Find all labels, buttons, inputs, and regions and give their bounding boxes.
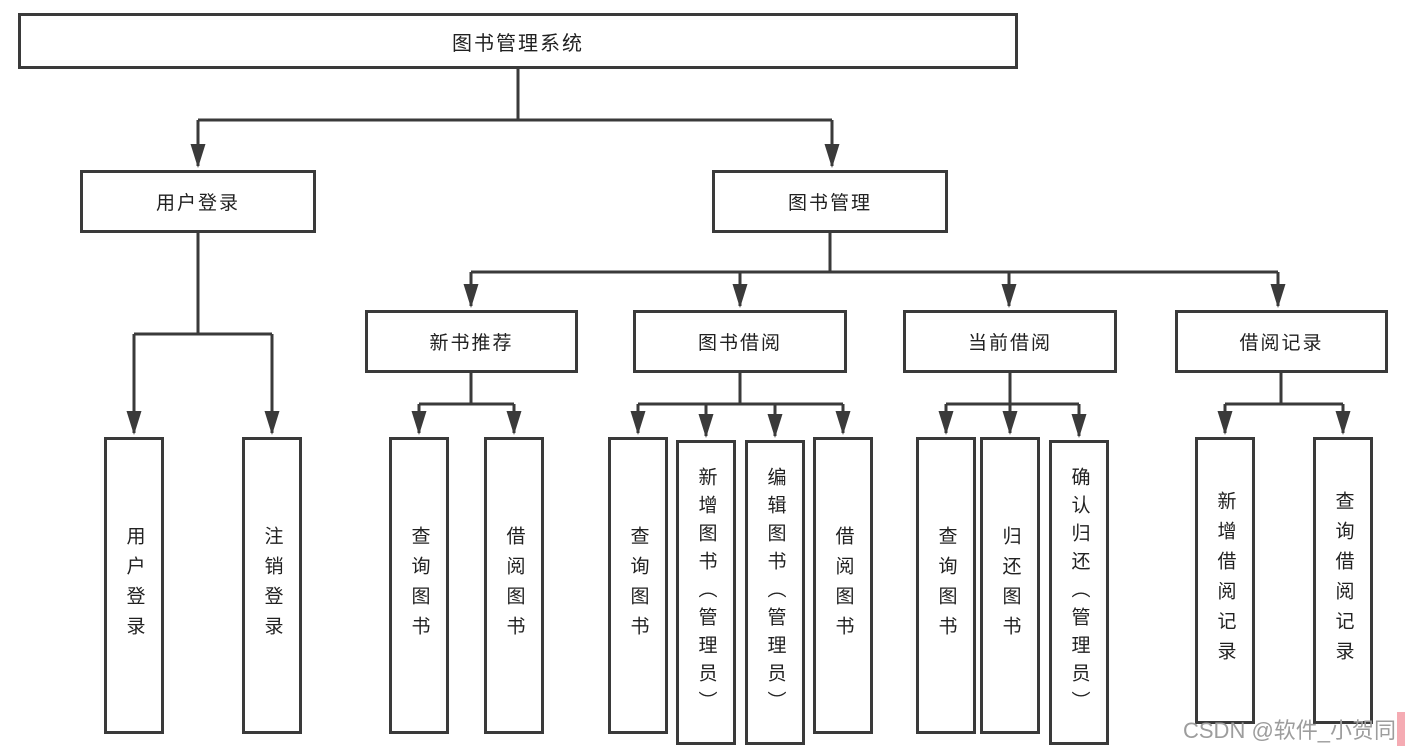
node-user-login: 用户登录 [80,170,316,233]
leaf-query-borrow-record: 查询借阅记录 [1313,437,1373,724]
leaf-query-books-1: 查询图书 [389,437,449,734]
leaf-borrow-books-2: 借阅图书 [813,437,873,734]
connector-arrows [126,120,1351,438]
leaf-logout: 注销登录 [242,437,302,734]
node-borrow-records: 借阅记录 [1175,310,1388,373]
watermark-badge: 学 [1397,712,1405,746]
leaf-confirm-return-admin: 确认归还（管理员） [1049,440,1109,745]
leaf-query-books-2: 查询图书 [608,437,668,734]
leaf-add-books-admin: 新增图书（管理员） [676,440,736,745]
node-book-management: 图书管理 [712,170,948,233]
leaf-borrow-books-1: 借阅图书 [484,437,544,734]
watermark-text: CSDN @软件_小贺同 [1183,718,1397,743]
node-book-borrow: 图书借阅 [633,310,847,373]
leaf-query-books-3: 查询图书 [916,437,976,734]
leaf-edit-books-admin: 编辑图书（管理员） [745,440,805,745]
leaf-add-borrow-record: 新增借阅记录 [1195,437,1255,724]
connector-skeleton [134,69,1343,406]
csdn-watermark: CSDN @软件_小贺同学 [1183,711,1405,747]
node-root-system: 图书管理系统 [18,13,1018,69]
leaf-user-login: 用户登录 [104,437,164,734]
node-current-borrow: 当前借阅 [903,310,1117,373]
leaf-return-books: 归还图书 [980,437,1040,734]
node-new-book-recommend: 新书推荐 [365,310,578,373]
